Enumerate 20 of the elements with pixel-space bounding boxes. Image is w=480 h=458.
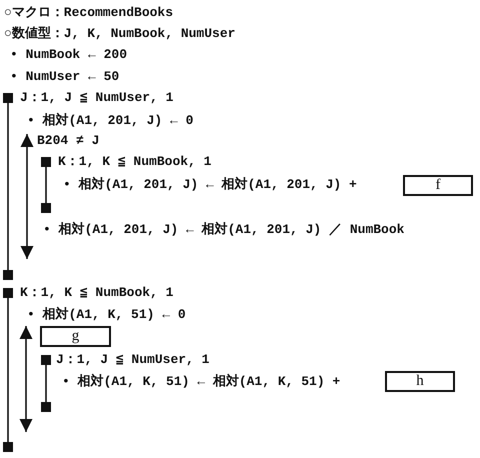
code-line: B204 ≠ J bbox=[37, 133, 100, 149]
code-line: • 相対(A1, K, 51) ← 相対(A1, K, 51) + bbox=[62, 374, 340, 390]
code-line: J：1, J ≦ NumUser, 1 bbox=[20, 90, 174, 106]
code-line: • 相対(A1, 201, J) ← 相対(A1, 201, J) ／ NumBook bbox=[43, 222, 404, 238]
code-line: ○数値型：J, K, NumBook, NumUser bbox=[4, 26, 236, 42]
code-line: • 相対(A1, K, 51) ← 0 bbox=[27, 307, 186, 323]
answer-box bbox=[403, 175, 473, 196]
blank-letter: h bbox=[416, 373, 424, 389]
code-line: J：1, J ≦ NumUser, 1 bbox=[56, 352, 210, 368]
code-line: ○マクロ：RecommendBooks bbox=[4, 5, 174, 21]
blank-letter: f bbox=[436, 177, 440, 193]
code-line: • NumUser ← 50 bbox=[10, 69, 120, 85]
code-line: • 相対(A1, 201, J) ← 0 bbox=[27, 113, 194, 129]
code-line: K：1, K ≦ NumBook, 1 bbox=[20, 285, 174, 301]
code-line: • 相対(A1, 201, J) ← 相対(A1, 201, J) + bbox=[63, 177, 357, 193]
answer-box bbox=[40, 326, 111, 347]
answer-box bbox=[385, 371, 455, 392]
code-line: K：1, K ≦ NumBook, 1 bbox=[58, 154, 212, 170]
blank-letter: g bbox=[72, 328, 80, 344]
code-line: • NumBook ← 200 bbox=[10, 47, 128, 63]
